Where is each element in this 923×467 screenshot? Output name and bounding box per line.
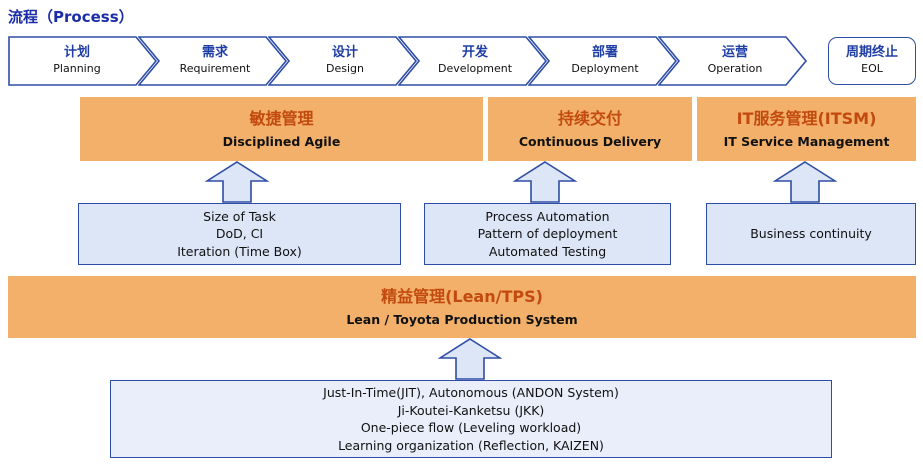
process-step-planning: 计划 Planning — [8, 36, 158, 86]
up-arrow-icon — [513, 161, 577, 203]
band-lean-tps: 精益管理(Lean/TPS) Lean / Toyota Production … — [8, 276, 916, 338]
practice-line: Iteration (Time Box) — [177, 243, 302, 259]
practice-line: Size of Task — [203, 208, 276, 224]
band-disciplined-agile: 敏捷管理 Disciplined Agile — [80, 97, 483, 161]
band-itsm: IT服务管理(ITSM) IT Service Management — [697, 97, 916, 161]
step-label-zh: 开发 — [461, 45, 488, 61]
band-label-en: Continuous Delivery — [518, 133, 662, 149]
band-label-zh: 持续交付 — [557, 109, 622, 129]
band-label-zh: 敏捷管理 — [249, 109, 314, 129]
process-flow: 计划 Planning 需求 Requirement 设计 Design — [8, 36, 808, 86]
process-step-eol: 周期终止 EOL — [828, 37, 916, 85]
step-label-zh: 部署 — [591, 45, 618, 61]
chevron-arrow-icon — [268, 36, 418, 86]
practices-cd-box: Process Automation Pattern of deployment… — [424, 203, 671, 265]
chevron-arrow-icon — [658, 36, 808, 86]
step-label-en: Operation — [707, 62, 763, 76]
up-arrow-icon — [205, 161, 269, 203]
process-step-development: 开发 Development — [398, 36, 548, 86]
step-label-en: EOL — [861, 62, 883, 76]
step-label-en: Design — [326, 62, 364, 76]
step-label-en: Development — [437, 62, 513, 76]
practices-agile-box: Size of Task DoD, CI Iteration (Time Box… — [78, 203, 401, 265]
practice-line: Pattern of deployment — [477, 226, 618, 242]
step-label-zh: 计划 — [63, 45, 90, 61]
process-step-design: 设计 Design — [268, 36, 418, 86]
process-step-operation: 运营 Operation — [658, 36, 808, 86]
chevron-arrow-icon — [398, 36, 548, 86]
practices-itsm-box: Business continuity — [706, 203, 916, 265]
band-label-zh: 精益管理(Lean/TPS) — [381, 287, 543, 307]
diagram-title: 流程（Process） — [8, 8, 134, 26]
practice-line: One-piece flow (Leveling workload) — [360, 420, 582, 435]
band-label-zh: IT服务管理(ITSM) — [736, 109, 877, 129]
practices-lean-box: Just-In-Time(JIT), Autonomous (ANDON Sys… — [110, 380, 832, 458]
process-step-deployment: 部署 Deployment — [528, 36, 678, 86]
chevron-arrow-icon — [8, 36, 158, 86]
step-label-en: Planning — [53, 62, 101, 76]
band-label-en: IT Service Management — [723, 133, 890, 149]
chevron-arrow-icon — [528, 36, 678, 86]
practice-line: Ji-Koutei-Kanketsu (JKK) — [397, 402, 545, 418]
band-continuous-delivery: 持续交付 Continuous Delivery — [488, 97, 692, 161]
step-label-zh: 运营 — [721, 45, 748, 61]
practice-line: Business continuity — [750, 226, 872, 242]
up-arrow-icon — [438, 338, 502, 380]
up-arrow-icon — [773, 161, 837, 203]
practice-line: Process Automation — [485, 208, 610, 224]
step-label-zh: 设计 — [331, 45, 358, 61]
band-label-en: Lean / Toyota Production System — [346, 311, 578, 327]
practice-line: Just-In-Time(JIT), Autonomous (ANDON Sys… — [323, 385, 619, 400]
band-label-en: Disciplined Agile — [222, 133, 341, 149]
step-label-en: Deployment — [571, 62, 639, 76]
step-label-zh: 周期终止 — [845, 45, 898, 61]
step-label-zh: 需求 — [201, 45, 228, 61]
practice-line: DoD, CI — [215, 226, 264, 242]
chevron-arrow-icon — [138, 36, 288, 86]
step-label-en: Requirement — [179, 62, 251, 76]
practice-line: Learning organization (Reflection, KAIZE… — [338, 437, 604, 453]
practice-line: Automated Testing — [488, 243, 607, 259]
process-step-requirement: 需求 Requirement — [138, 36, 288, 86]
